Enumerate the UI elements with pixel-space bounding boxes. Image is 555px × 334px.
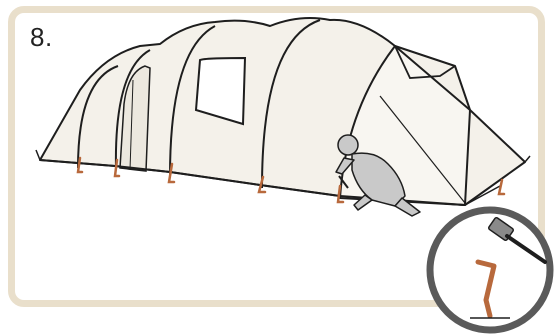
peg-6 — [499, 180, 504, 194]
peg-detail-magnifier — [430, 210, 550, 330]
guy-line-left — [36, 150, 40, 160]
person-head — [338, 135, 358, 155]
tent — [36, 18, 530, 205]
guy-line-right — [525, 156, 530, 162]
